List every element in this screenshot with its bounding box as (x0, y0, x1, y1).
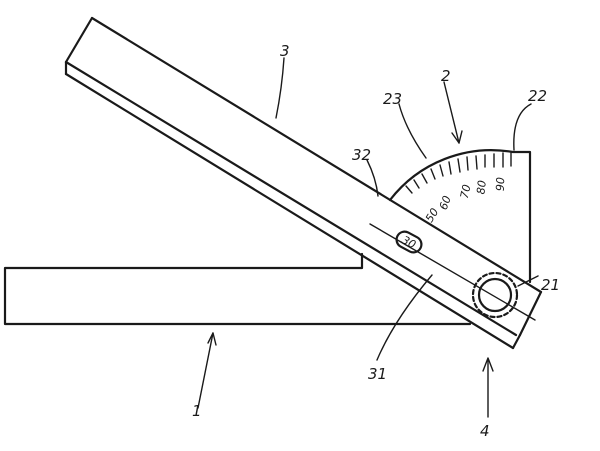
leader-1 (197, 332, 214, 409)
slider-readout: 30 (400, 233, 418, 251)
scale-70: 70 (458, 183, 474, 199)
leader-32 (366, 159, 379, 197)
leader-2 (443, 81, 460, 144)
base-plate (3, 252, 472, 326)
label-end: 4 (480, 422, 490, 440)
label-slot: 31 (368, 365, 387, 383)
scale-60: 60 (437, 194, 454, 212)
scale-80: 80 (474, 180, 488, 195)
label-slider: 32 (352, 146, 371, 164)
leader-21 (517, 275, 539, 287)
protractor-body (388, 149, 532, 284)
leader-arrow-4 (482, 357, 494, 372)
leader-23 (398, 103, 427, 159)
label-base: 1 (192, 402, 202, 420)
leader-3 (275, 57, 285, 119)
ruler-arm (64, 16, 543, 350)
scale-50: 50 (423, 206, 441, 225)
label-arm: 3 (280, 42, 290, 60)
scale-90: 90 (494, 177, 507, 191)
protractor-ticks (405, 152, 512, 194)
label-protractor: 2 (441, 67, 451, 85)
label-arc: 23 (383, 90, 402, 108)
leader-arrow-1 (207, 332, 217, 346)
leader-22 (513, 103, 532, 151)
label-pivot: 21 (541, 276, 560, 294)
label-top: 22 (528, 87, 547, 105)
pivot-knob (471, 271, 519, 319)
leader-arrow-2 (451, 130, 463, 144)
slider-knob: 30 (395, 230, 423, 254)
leader-31 (376, 274, 433, 361)
